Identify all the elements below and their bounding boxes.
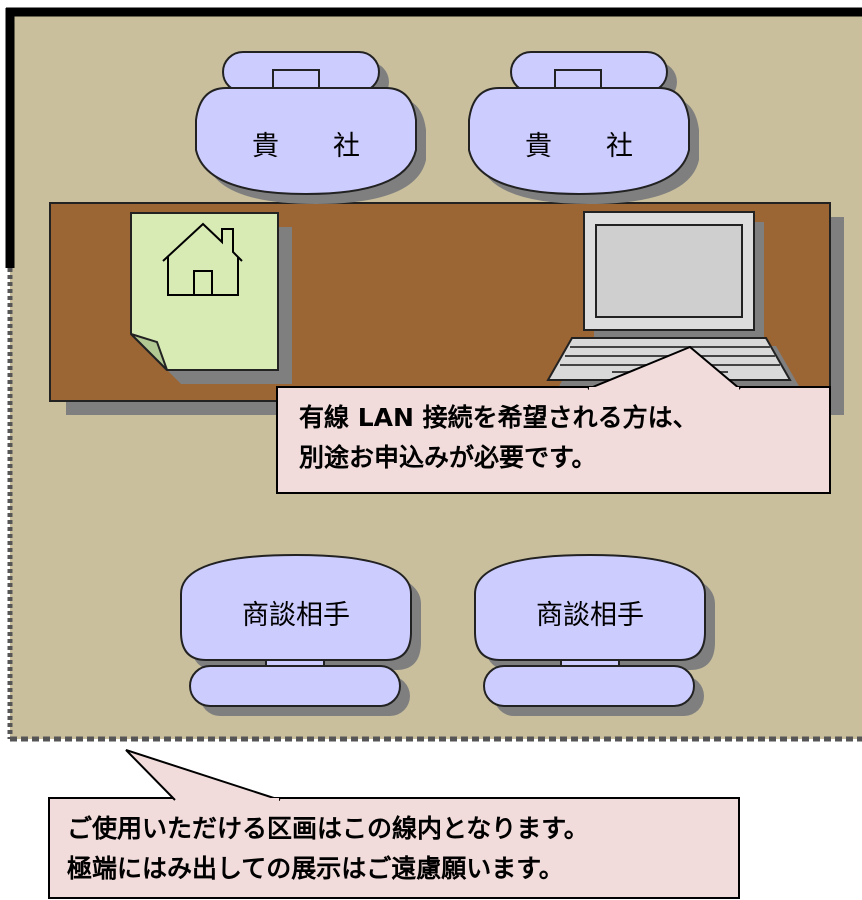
house-icon [162, 222, 243, 296]
callout-lan-line2: 別途お申込みが必要です。 [299, 443, 597, 472]
callout-lan-box [276, 386, 831, 494]
chair-label: 商談相手 [536, 600, 644, 631]
callout-area-pointer [125, 749, 281, 801]
callout-area-box [48, 797, 740, 899]
callout-lan-pointer [587, 345, 741, 390]
chair-top-2: 貴 社 [468, 51, 699, 204]
chair-bottom-2: 商談相手 [474, 553, 715, 716]
callout-area-line2: 極端にはみ出しての展示はご遠慮願います。 [67, 854, 564, 883]
callout-lan-line1: 有線 LAN 接続を希望される方は、 [299, 403, 698, 432]
house-document-icon [130, 212, 292, 384]
chair-label: 貴 社 [525, 131, 633, 162]
chair-top-1: 貴 社 [195, 51, 426, 204]
callout-area-line1: ご使用いただける区画はこの線内となります。 [67, 814, 589, 843]
callout-area-text: ご使用いただける区画はこの線内となります。 極端にはみ出しての展示はご遠慮願いま… [49, 798, 739, 898]
chair-label: 商談相手 [242, 600, 350, 631]
chair-bottom-1: 商談相手 [180, 553, 421, 716]
callout-lan-text: 有線 LAN 接続を希望される方は、 別途お申込みが必要です。 [277, 387, 830, 493]
chair-label: 貴 社 [252, 131, 360, 162]
